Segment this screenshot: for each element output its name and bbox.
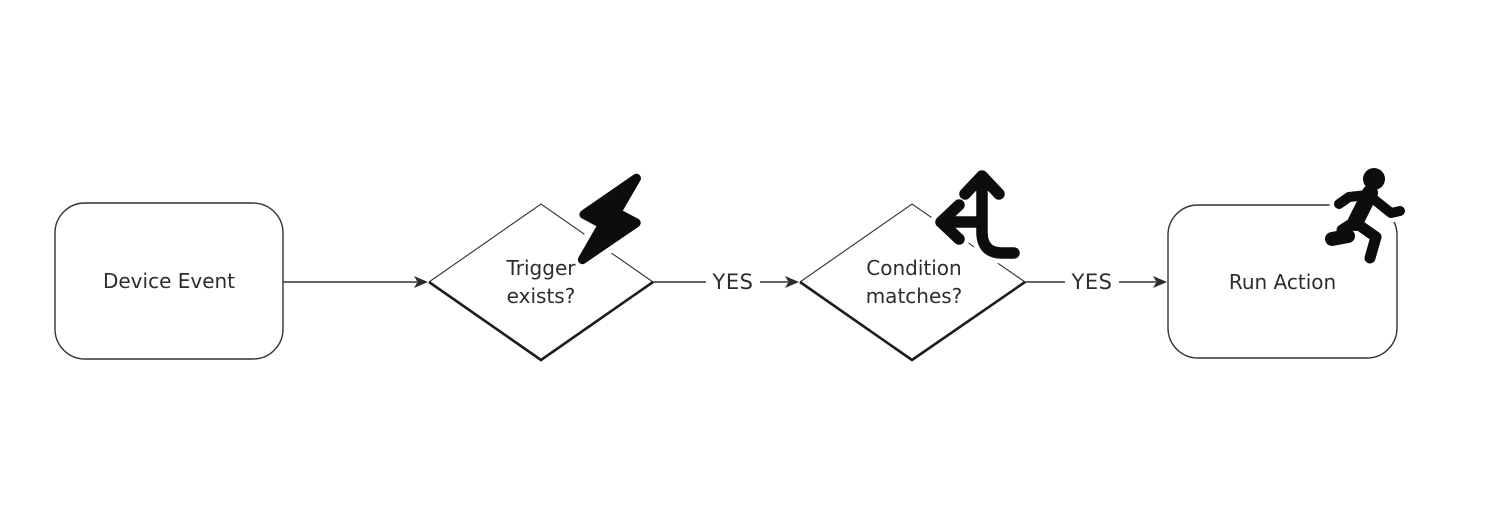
split-directions-icon [930,165,1025,264]
running-person-icon [1320,163,1410,268]
lightning-bolt-icon [571,167,648,271]
node-label-condition-matches: Condition matches? [865,256,963,308]
arrowhead-icon [414,276,428,288]
arrowhead-icon [785,276,799,288]
edge-label-yes-trigger-condition: YES [706,267,760,297]
node-label-device-event: Device Event [102,269,236,293]
node-device-event-shape [54,202,284,360]
node-label-run-action: Run Action [1228,269,1337,294]
edge-label-yes-condition-runaction: YES [1065,267,1119,297]
node-label-trigger-exists: Trigger exists? [506,256,576,308]
arrowhead-icon [1153,276,1167,288]
